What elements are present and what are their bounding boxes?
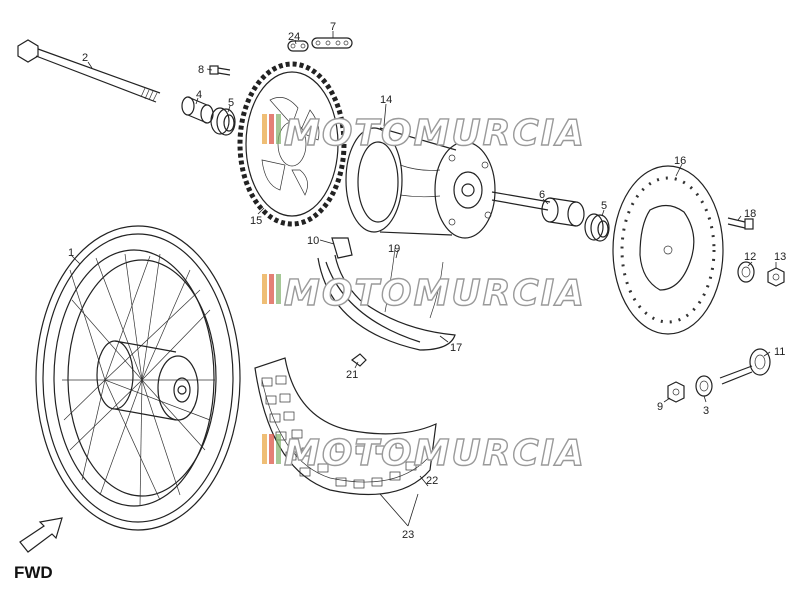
part-axle <box>17 39 161 103</box>
watermark-stripe <box>276 274 281 304</box>
callout-11: 11 <box>774 346 785 358</box>
callout-18: 18 <box>744 208 756 220</box>
part-washer-12 <box>737 261 755 283</box>
callout-5-right: 5 <box>601 200 607 212</box>
callout-23: 23 <box>402 529 414 541</box>
callout-5-left: 5 <box>228 97 234 109</box>
part-rear-sprocket <box>237 61 347 227</box>
callout-12: 12 <box>744 251 756 263</box>
callout-8: 8 <box>198 64 204 76</box>
watermark-stripe <box>269 434 274 464</box>
part-nut-9 <box>667 381 685 403</box>
callout-numbers: 1 2 3 4 5 5 6 7 8 9 10 11 12 13 14 15 16… <box>68 21 786 541</box>
part-washer-3 <box>695 375 713 397</box>
callout-17: 17 <box>450 342 462 354</box>
watermark-1: MOTOMURCIA <box>262 112 586 155</box>
watermark-3: MOTOMURCIA <box>262 432 586 475</box>
callout-22: 22 <box>426 475 438 487</box>
watermark-stripe <box>276 114 281 144</box>
part-disc-bolt <box>727 217 754 230</box>
part-chain-adjuster <box>719 348 771 385</box>
callout-19: 19 <box>388 243 400 255</box>
callout-24: 24 <box>288 31 300 43</box>
callout-21: 21 <box>346 369 358 381</box>
part-nut-13 <box>767 267 785 287</box>
callout-3: 3 <box>703 405 709 417</box>
watermark-stripe <box>269 114 274 144</box>
callout-9: 9 <box>657 401 663 413</box>
watermark-text: MOTOMURCIA <box>284 113 586 154</box>
part-bearing-left <box>210 107 236 136</box>
callout-16: 16 <box>674 155 686 167</box>
watermark-stripe <box>276 434 281 464</box>
callout-6: 6 <box>539 189 545 201</box>
watermark-2: MOTOMURCIA <box>262 272 586 315</box>
callout-15: 15 <box>250 215 262 227</box>
leader-lines <box>71 31 777 527</box>
part-bearing-right <box>584 213 610 242</box>
watermark-text: MOTOMURCIA <box>284 433 586 474</box>
watermark-stripe <box>262 274 267 304</box>
part-axle-spacer-6 <box>491 191 585 227</box>
part-chain-links <box>287 37 353 52</box>
part-wheel <box>35 225 241 531</box>
watermark-stripe <box>269 274 274 304</box>
watermark-stripe <box>262 114 267 144</box>
watermark-stripe <box>262 434 267 464</box>
callout-2: 2 <box>82 52 88 64</box>
callout-13: 13 <box>774 251 786 263</box>
part-brake-disc <box>612 165 724 335</box>
callout-14: 14 <box>380 94 392 106</box>
callout-4: 4 <box>196 89 202 101</box>
watermark-text: MOTOMURCIA <box>284 273 586 314</box>
callout-10: 10 <box>307 235 319 247</box>
callout-1: 1 <box>68 247 74 259</box>
part-bolt-8 <box>209 65 231 76</box>
forward-arrow-icon <box>19 517 63 553</box>
forward-label: FWD <box>14 563 53 582</box>
part-rear-hub <box>345 127 496 239</box>
callout-7: 7 <box>330 21 336 33</box>
